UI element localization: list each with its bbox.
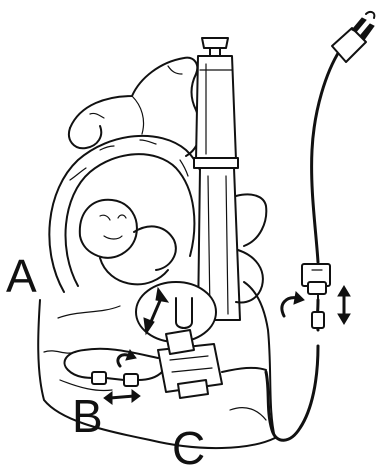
- power-plug-icon: [332, 12, 374, 62]
- grotto-arch: [49, 136, 209, 292]
- hand-pump-icon: [194, 38, 266, 320]
- label-a: A: [6, 250, 37, 302]
- supply-tube: [65, 349, 158, 378]
- power-cord: [266, 50, 340, 440]
- vertical-arrow-icon: [338, 286, 350, 324]
- animal-sculpture: [69, 58, 200, 156]
- label-c: C: [172, 422, 205, 472]
- water-pump-icon: [158, 330, 266, 398]
- label-b: B: [72, 390, 103, 442]
- rotate-arrow-icon: [282, 292, 304, 316]
- cord-connector-icon: [302, 264, 330, 328]
- figure-sculpture: [80, 200, 176, 285]
